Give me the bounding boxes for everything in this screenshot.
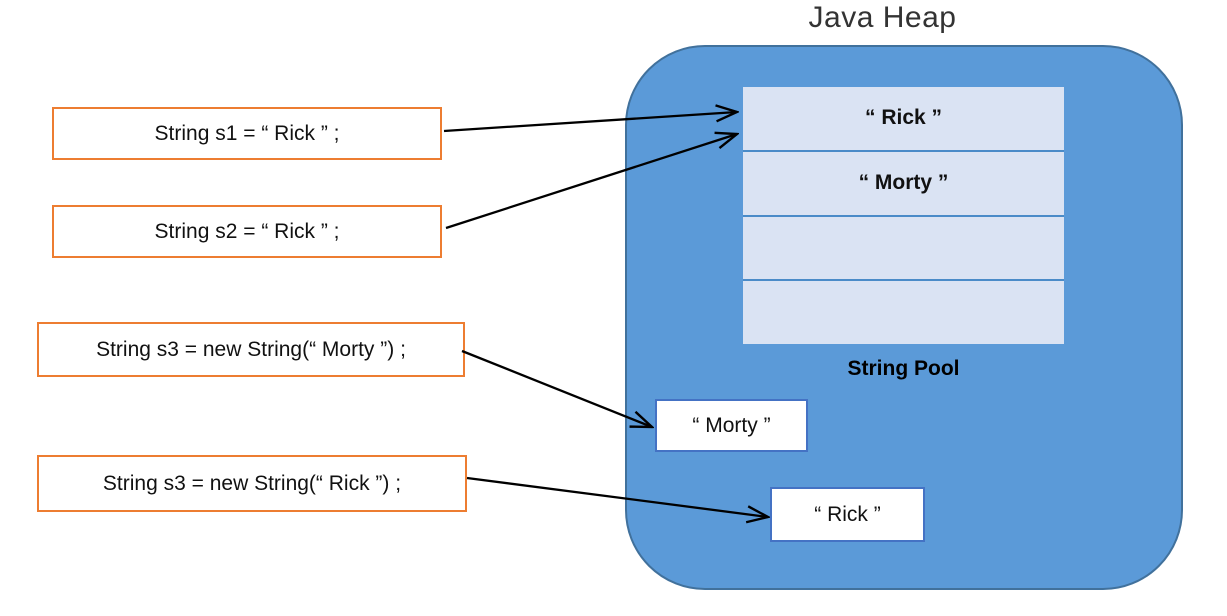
- pool-row-empty-1: [743, 214, 1064, 280]
- heap-object-morty: “ Morty ”: [655, 399, 808, 452]
- java-heap-title: Java Heap: [808, 1, 957, 34]
- code-statement-s2: String s2 = “ Rick ” ;: [52, 205, 442, 258]
- string-pool-table: “ Rick ” “ Morty ”: [743, 87, 1064, 344]
- code-statement-s3-morty: String s3 = new String(“ Morty ”) ;: [37, 322, 465, 377]
- heap-object-rick: “ Rick ”: [770, 487, 925, 542]
- pool-row-rick: “ Rick ”: [743, 87, 1064, 150]
- code-statement-s1: String s1 = “ Rick ” ;: [52, 107, 442, 160]
- code-statement-s3-rick: String s3 = new String(“ Rick ”) ;: [37, 455, 467, 512]
- pool-row-empty-2: [743, 279, 1064, 344]
- string-pool-caption: String Pool: [847, 357, 960, 380]
- arrow-s3-to-obj-morty: [461, 349, 652, 427]
- pool-row-morty: “ Morty ”: [743, 149, 1064, 215]
